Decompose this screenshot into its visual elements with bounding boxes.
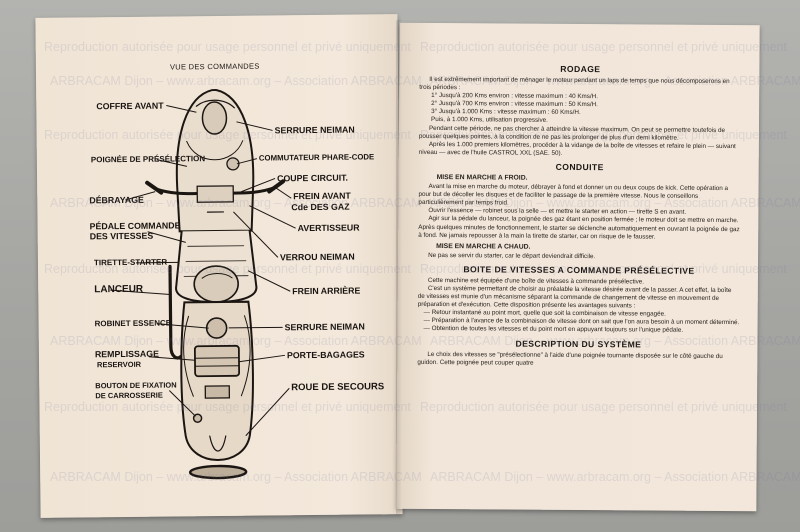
label-commutateur: COMMUTATEUR PHARE-CODE [258,152,375,163]
watermark-line: Reproduction autorisée pour usage person… [44,400,411,414]
description-p1: Le choix des vitesses se "présélectionne… [417,350,723,367]
label-bouton-fixation-1: BOUTON DE FIXATION [95,380,177,391]
label-remplissage-2: RESERVOIR [96,359,142,370]
label-remplissage-1: REMPLISSAGE [94,348,159,360]
right-page-text: RODAGE Il est extrêmement important de m… [417,59,741,369]
label-verrou-neiman: VERROU NEIMAN [279,251,355,263]
headlamp [201,101,228,135]
watermark-line: Reproduction autorisée pour usage person… [420,128,787,142]
label-coupe-circuit: COUPE CIRCUIT. [277,172,349,184]
watermark-line: Reproduction autorisée pour usage person… [420,400,787,414]
watermark-line: Reproduction autorisée pour usage person… [420,40,787,54]
label-serrure-neiman-bottom: SERRURE NEIMAN [284,321,365,333]
watermark-line: ARBRACAM Dijon – www.arbracam.org – Asso… [430,196,800,210]
label-poignee-preselection: POIGNÉE DE PRÉSÉLECTION [90,154,206,165]
watermark-line: Reproduction autorisée pour usage person… [44,128,411,142]
watermark-line: ARBRACAM Dijon – www.arbracam.org – Asso… [50,74,422,88]
kick-lever [168,264,183,360]
watermark-line: Reproduction autorisée pour usage person… [420,262,787,276]
watermark-line: ARBRACAM Dijon – www.arbracam.org – Asso… [50,334,422,348]
label-lanceur: LANCEUR [94,283,144,296]
heading-conduite: CONDUITE [555,161,604,173]
label-robinet-essence: ROBINET ESSENCE [94,318,172,329]
spare-wheel [188,464,248,480]
watermark-line: ARBRACAM Dijon – www.arbracam.org – Asso… [430,334,800,348]
label-coffre-avant: COFFRE AVANT [96,100,164,112]
label-avertisseur: AVERTISSEUR [297,222,360,234]
watermark-line: ARBRACAM Dijon – www.arbracam.org – Asso… [430,74,800,88]
label-porte-bagages: PORTE-BAGAGES [286,349,365,361]
scooter-top-view-illustration [110,89,296,480]
conduite-p4: Ne pas se servir du starter, car le dépa… [428,251,596,260]
book-spine-shadow [396,20,402,514]
boite-p2: C'est un système permettant de choisir a… [417,284,732,310]
watermark-line: ARBRACAM Dijon – www.arbracam.org – Asso… [50,196,422,210]
label-frein-arriere: FREIN ARRIÈRE [292,285,361,297]
label-pedale-commande-2: DES VITESSES [89,230,154,242]
watermark-line: ARBRACAM Dijon – www.arbracam.org – Asso… [50,470,422,484]
luggage-rack [193,344,241,378]
watermark-line: Reproduction autorisée pour usage person… [44,40,411,54]
label-pedale-commande-1: PÉDALE COMMANDE [89,220,181,232]
label-roue-de-secours: ROUE DE SECOURS [291,381,385,394]
left-page: VUE DES COMMANDES [35,14,403,518]
rodage-p3: Après les 1.000 premiers kilomètres, pro… [418,140,736,157]
watermark-line: ARBRACAM Dijon – www.arbracam.org – Asso… [430,470,800,484]
watermark-line: Reproduction autorisée pour usage person… [44,262,411,276]
conduite-p3: Agir sur la pédale du lanceur, la poigné… [418,215,740,241]
